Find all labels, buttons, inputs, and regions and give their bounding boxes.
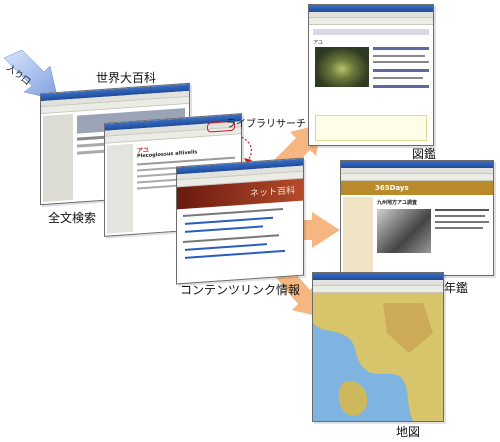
fulltext-search-label: 全文検索 [48,211,97,225]
picture-book-label: 図鑑 [412,147,437,161]
content-linking-label: コンテンツリンク情報 [180,283,301,297]
content-link-screen: ネット百科 [176,157,304,285]
almanac-label: 年鑑 [444,281,469,295]
map-label: 地図 [396,425,421,439]
almanac-screen: 365Days 九州地方アユ調査 [340,160,494,276]
map-image [313,293,443,421]
almanac-header: 365Days [375,184,409,192]
fish-photo [315,47,369,87]
map-screen [312,272,444,422]
almanac-title: 九州地方アユ調査 [377,200,418,206]
picture-book-screen: アユ [308,4,434,146]
encyclopedia-label: 世界大百科 [96,71,157,85]
almanac-photo [377,209,431,253]
library-search-label: ライブラリサーチ [226,119,306,130]
